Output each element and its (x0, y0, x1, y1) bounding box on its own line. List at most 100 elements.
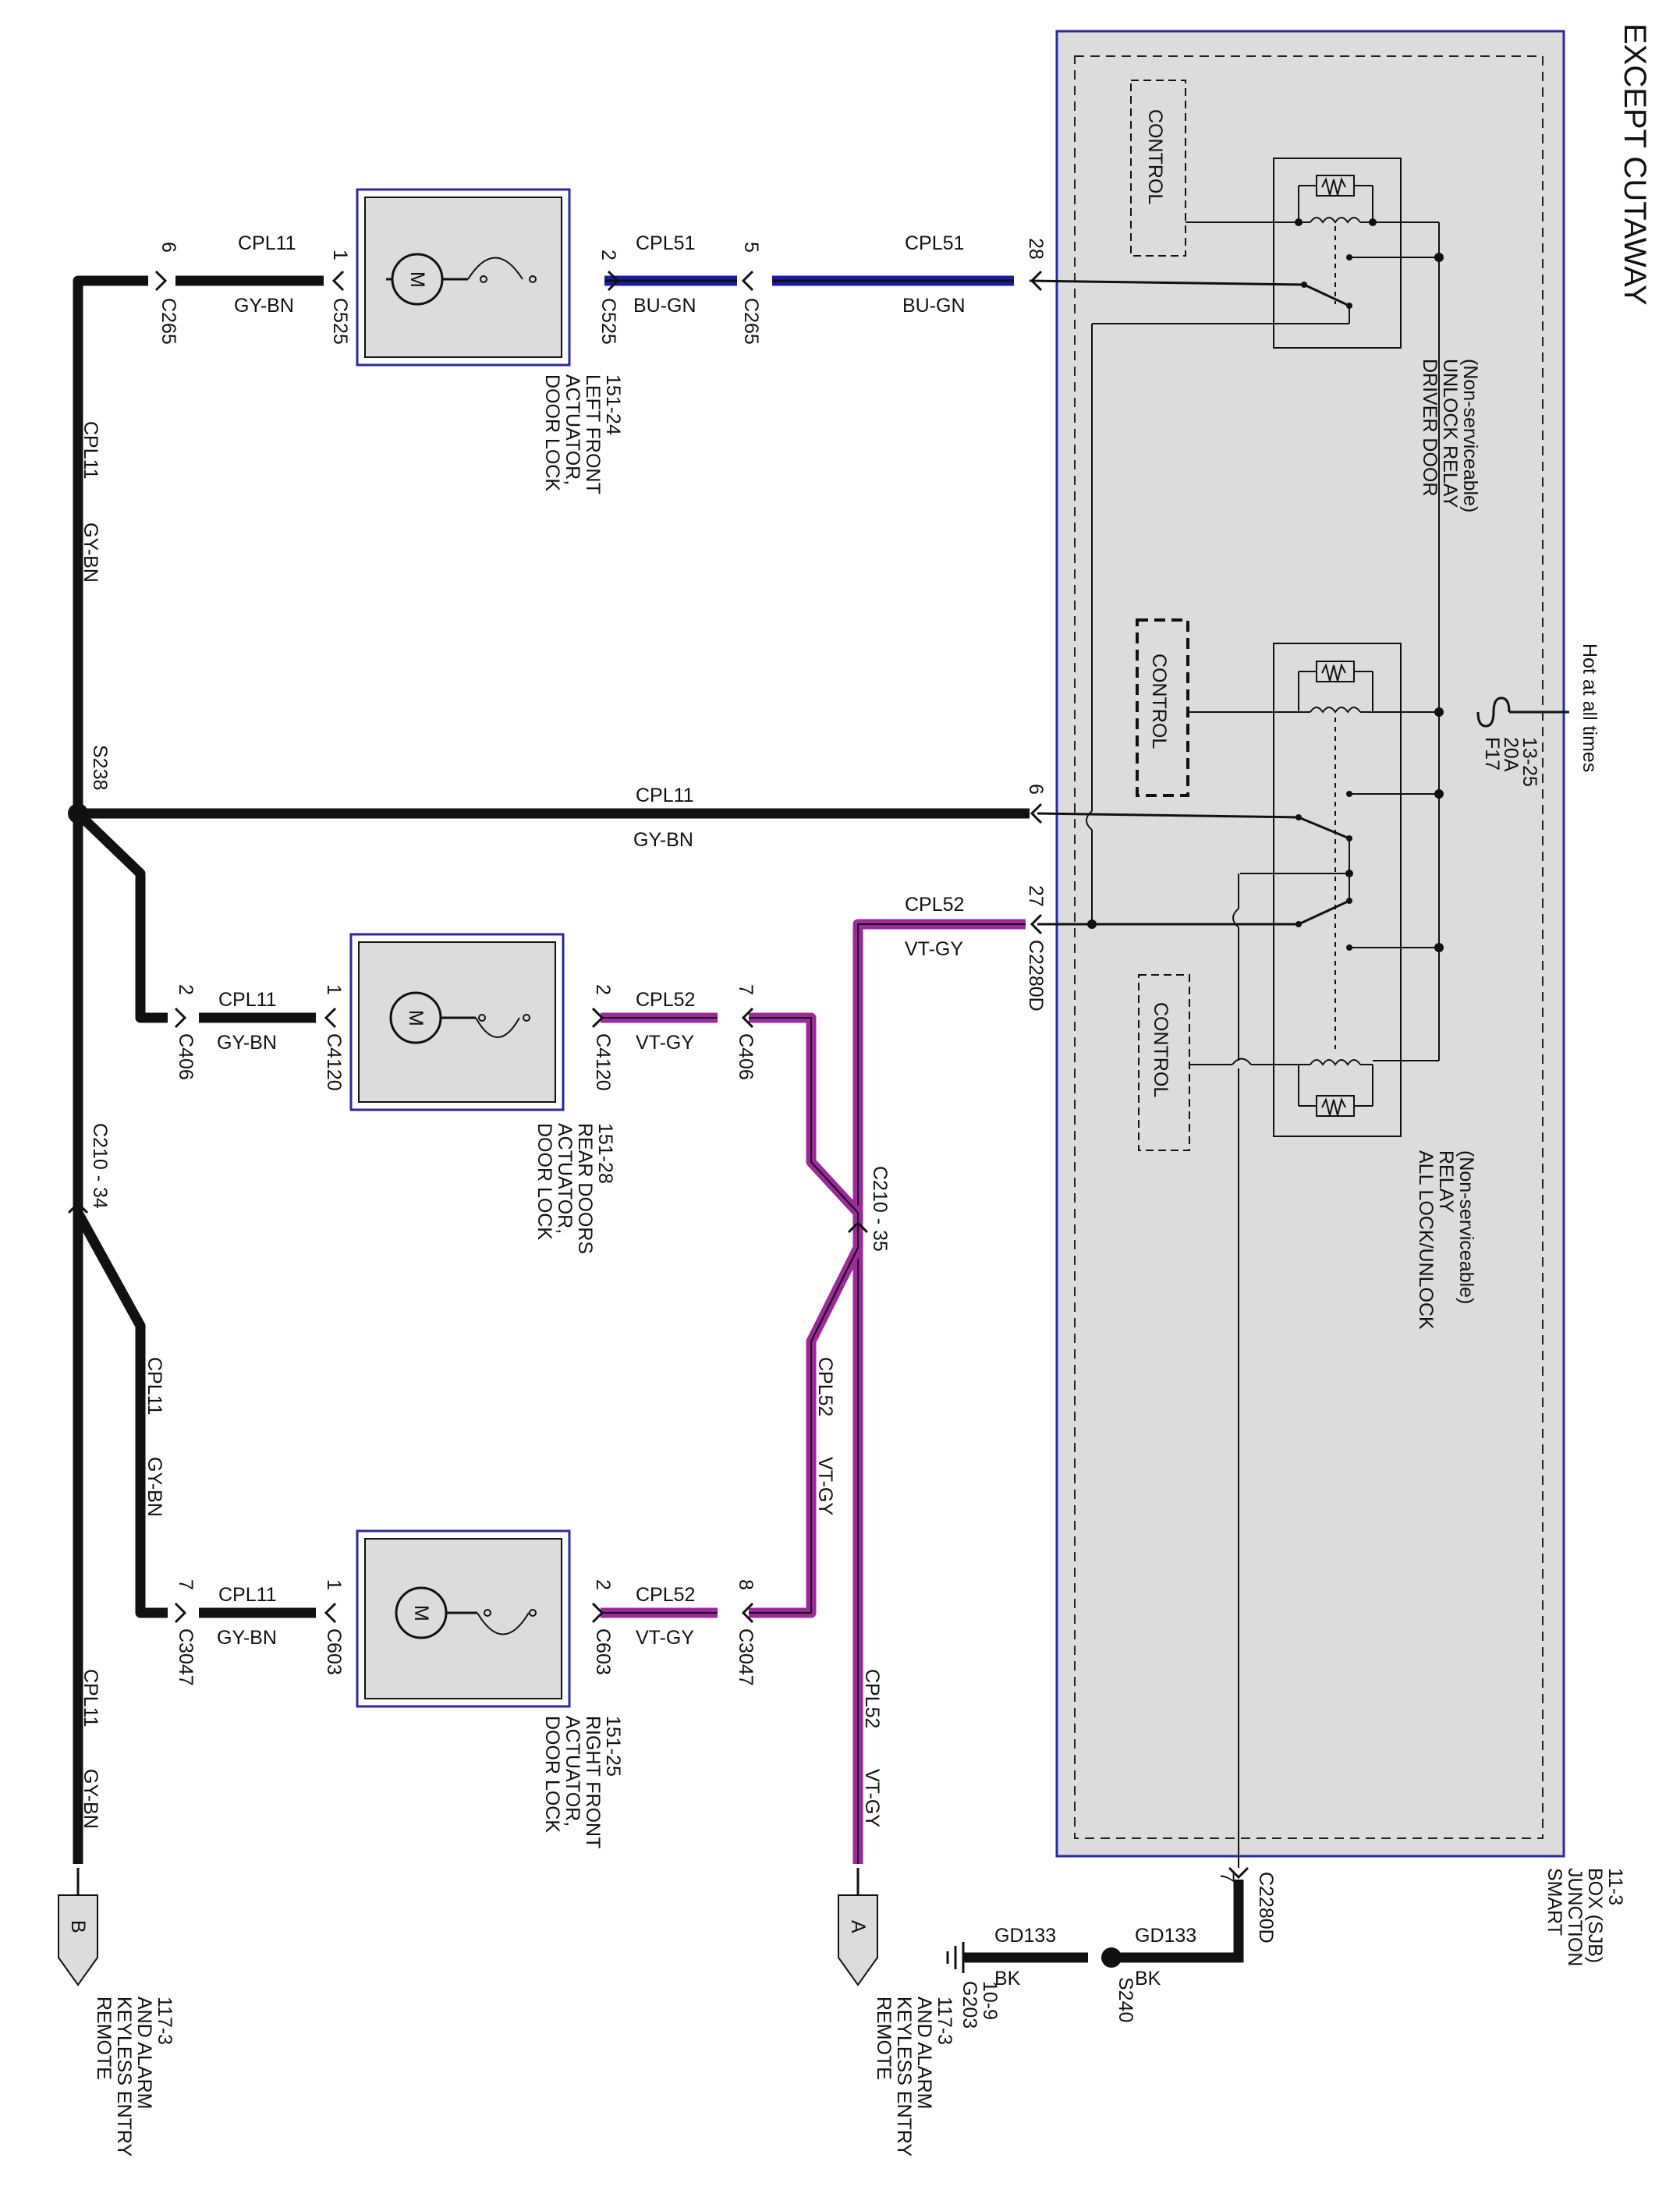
svg-text:BU-GN: BU-GN (633, 295, 696, 317)
svg-text:M: M (410, 1605, 432, 1621)
connector-label: C525 (597, 298, 619, 345)
all-lock-unlock-relay: ALL LOCK/UNLOCK RELAY (Non-serviceable) (1240, 643, 1477, 1330)
control-box-2: CONTROL (1136, 618, 1189, 797)
svg-text:(Non-serviceable): (Non-serviceable) (1459, 359, 1481, 512)
connector-label: C406 (175, 1033, 197, 1080)
sjb-label: SMART JUNCTION BOX (SJB) 11-3 (1544, 1868, 1626, 1966)
wire-label: CPL52 (861, 1669, 883, 1728)
connector-label: C603 (323, 1628, 345, 1675)
svg-text:CPL52: CPL52 (636, 989, 695, 1011)
splice-label: S240 (1115, 1977, 1136, 2022)
svg-text:C406: C406 (175, 1033, 197, 1080)
svg-text:CPL52: CPL52 (905, 894, 964, 916)
svg-text:CPL52: CPL52 (814, 1357, 836, 1416)
svg-text:CPL52: CPL52 (636, 1584, 695, 1606)
svg-text:AND ALARM: AND ALARM (133, 1997, 155, 2109)
svg-text:VT-GY: VT-GY (814, 1457, 836, 1515)
hot-label: Hot at all times (1579, 643, 1600, 772)
svg-text:ALL LOCK/UNLOCK: ALL LOCK/UNLOCK (1415, 1150, 1437, 1330)
wire-label: GY-BN (80, 1769, 101, 1829)
motor-icon: M (405, 1010, 427, 1026)
wire-label: BK (1135, 1968, 1161, 1990)
svg-text:KEYLESS ENTRY: KEYLESS ENTRY (113, 1997, 135, 2157)
wire-label: CPL52 (814, 1357, 836, 1416)
svg-text:BU-GN: BU-GN (902, 295, 966, 317)
svg-text:AND ALARM: AND ALARM (913, 1997, 935, 2109)
wire-label: CPL52 (905, 894, 964, 916)
svg-text:VT-GY: VT-GY (905, 938, 963, 960)
splice-s238-dot (68, 803, 88, 824)
connector-label: C210 - 35 (869, 1166, 891, 1252)
splice-label: S238 (89, 745, 111, 790)
sjb-box (1055, 30, 1565, 1858)
svg-text:DRIVER DOOR: DRIVER DOOR (1419, 359, 1441, 496)
svg-text:20A: 20A (1500, 737, 1522, 772)
wire-cpl52-vt-gy (601, 919, 1026, 1864)
connector-label: C265 (158, 298, 179, 345)
svg-text:C603: C603 (592, 1628, 614, 1675)
svg-text:VT-GY: VT-GY (861, 1769, 883, 1827)
sjb-inner-dashed (1074, 55, 1544, 1839)
svg-text:GY-BN: GY-BN (80, 523, 101, 583)
motor-icon: M (406, 271, 428, 288)
svg-text:C406: C406 (735, 1033, 757, 1080)
svg-text:13-25: 13-25 (1519, 737, 1540, 787)
svg-text:GY-BN: GY-BN (633, 829, 693, 851)
svg-text:C3047: C3047 (735, 1628, 757, 1686)
svg-text:C3047: C3047 (175, 1628, 197, 1686)
svg-text:GD133: GD133 (1135, 1925, 1196, 1947)
control-box-3: CONTROL (1138, 974, 1190, 1151)
svg-text:2: 2 (592, 984, 614, 995)
wire-label: VT-GY (861, 1769, 883, 1827)
pin-label: 5 (740, 242, 762, 253)
svg-text:M: M (405, 1010, 427, 1026)
connector-label: C525 (329, 298, 351, 345)
svg-text:BK: BK (1135, 1968, 1161, 1990)
svg-text:CPL51: CPL51 (905, 232, 964, 254)
wire-label: CPL11 (80, 1669, 101, 1727)
svg-text:CONTROL: CONTROL (1150, 1002, 1171, 1097)
svg-text:DOOR LOCK: DOOR LOCK (541, 1716, 563, 1833)
wire-label: GY-BN (80, 523, 101, 583)
pin-label: 28 (1025, 238, 1047, 260)
svg-text:C525: C525 (597, 298, 619, 345)
svg-text:REAR DOORS: REAR DOORS (574, 1123, 596, 1254)
control-box-1: CONTROL (1130, 80, 1186, 257)
svg-text:JUNCTION: JUNCTION (1564, 1868, 1586, 1966)
svg-text:C603: C603 (323, 1628, 345, 1675)
pin-label: 27 (1025, 885, 1047, 907)
svg-text:CPL11: CPL11 (238, 232, 296, 254)
connector-label: C406 (735, 1033, 757, 1080)
svg-text:F17: F17 (1481, 737, 1503, 771)
connector-label: C3047 (735, 1628, 757, 1686)
connector-label: C4120 (592, 1033, 614, 1091)
svg-text:CONTROL: CONTROL (1144, 109, 1166, 204)
svg-text:B: B (67, 1920, 89, 1933)
svg-text:UNLOCK RELAY: UNLOCK RELAY (1439, 359, 1461, 508)
wire-cpl11-gy-bn (73, 275, 1030, 1864)
svg-text:REMOTE: REMOTE (93, 1997, 115, 2080)
svg-text:C4120: C4120 (592, 1033, 614, 1091)
svg-text:C525: C525 (329, 298, 351, 345)
svg-text:CPL52: CPL52 (861, 1669, 883, 1728)
pin-label: 7 (735, 984, 757, 995)
door-lock-actuator-right-front: M DOOR LOCK ACTUATOR, RIGHT FRONT 151-25 (356, 1529, 624, 1848)
wire-label: CPL52 (636, 1584, 695, 1606)
svg-text:151-24: 151-24 (602, 374, 624, 435)
svg-text:28: 28 (1025, 238, 1047, 260)
wire-label: BU-GN (902, 295, 966, 317)
pin-label: 2 (592, 984, 614, 995)
svg-text:C265: C265 (740, 298, 762, 345)
door-lock-actuator-left-front: M DOOR LOCK ACTUATOR, LEFT FRONT 151-24 (356, 188, 624, 494)
svg-text:1: 1 (329, 250, 351, 260)
pin-label: 2 (175, 984, 197, 995)
connector-label: C3047 (175, 1628, 197, 1686)
pin-label: 7 (175, 1579, 197, 1590)
svg-text:117-3: 117-3 (934, 1997, 955, 2045)
pin-label: 7 (1216, 1872, 1238, 1883)
svg-text:DOOR LOCK: DOOR LOCK (541, 374, 563, 491)
svg-text:DOOR LOCK: DOOR LOCK (533, 1123, 555, 1240)
svg-text:Hot at all times: Hot at all times (1579, 643, 1600, 772)
driver-door-unlock-relay: DRIVER DOOR UNLOCK RELAY (Non-serviceabl… (1273, 158, 1481, 512)
